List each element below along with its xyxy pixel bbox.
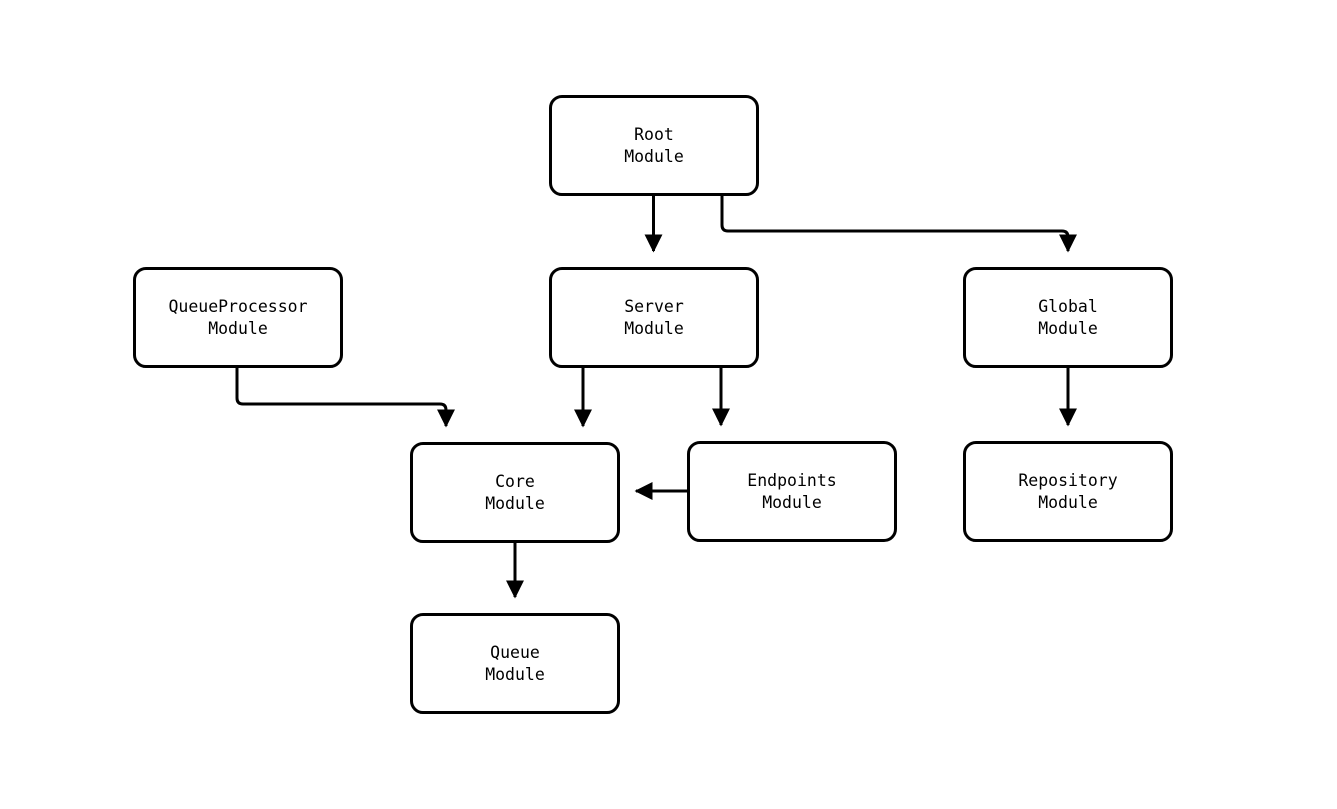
node-root-module[interactable]: Root Module [549, 95, 759, 196]
node-label-core: Core Module [485, 471, 545, 513]
node-label-root: Root Module [624, 124, 684, 166]
node-label-server: Server Module [624, 296, 684, 338]
node-server-module[interactable]: Server Module [549, 267, 759, 368]
node-label-endpoints: Endpoints Module [747, 470, 837, 512]
node-queue-module[interactable]: Queue Module [410, 613, 620, 714]
node-label-queue: Queue Module [485, 642, 545, 684]
edge-root-global [720, 196, 1077, 253]
node-label-global: Global Module [1038, 296, 1098, 338]
node-queueprocessor-module[interactable]: QueueProcessor Module [133, 267, 343, 368]
node-global-module[interactable]: Global Module [963, 267, 1173, 368]
edges-group [235, 196, 1077, 599]
node-repository-module[interactable]: Repository Module [963, 441, 1173, 542]
node-endpoints-module[interactable]: Endpoints Module [687, 441, 897, 542]
edge-queueprocessor-core [235, 368, 455, 428]
node-label-queueprocessor: QueueProcessor Module [168, 296, 308, 338]
node-label-repository: Repository Module [1018, 470, 1118, 512]
node-core-module[interactable]: Core Module [410, 442, 620, 543]
